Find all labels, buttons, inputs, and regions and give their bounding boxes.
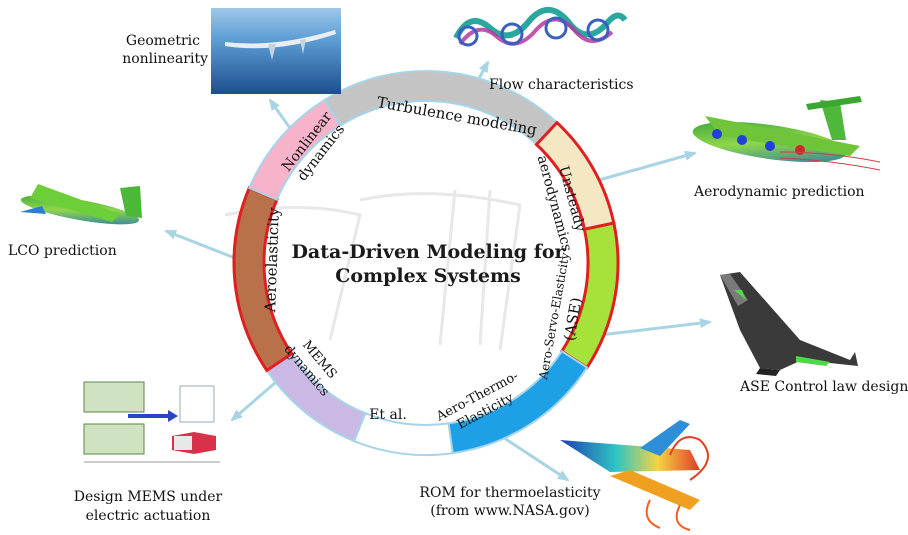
- label-lco-prediction: LCO prediction: [8, 243, 117, 259]
- segment-label-etal: Et al.: [369, 407, 407, 423]
- ase-control-image: [720, 272, 858, 376]
- segment-label-aeroelasticity: Aeroelasticity: [261, 207, 283, 314]
- label-geometric-1: Geometric: [126, 33, 200, 49]
- label-mems-1: Design MEMS under: [74, 489, 223, 505]
- center-title: Data-Driven Modeling for Complex Systems: [291, 241, 565, 287]
- ring: [232, 70, 620, 456]
- aerodynamic-prediction-image: [692, 96, 881, 171]
- arrow-lco: [164, 229, 241, 262]
- ring-segment-nonlinear: [247, 98, 342, 202]
- center-title-line2: Complex Systems: [335, 265, 521, 287]
- flow-characteristics-image: [453, 7, 628, 47]
- arrow-aero-prediction: [591, 150, 697, 184]
- label-geometric-2: nonlinearity: [122, 51, 208, 67]
- mems-image: [74, 375, 224, 470]
- arrow-ase-control: [599, 318, 712, 337]
- application-labels: Geometric nonlinearity Flow characterist…: [8, 33, 908, 524]
- geometric-nonlinearity-photo: [211, 8, 341, 94]
- label-ase-control: ASE Control law design: [739, 379, 908, 395]
- label-mems-2: electric actuation: [86, 508, 211, 524]
- label-rom-2: (from www.NASA.gov): [430, 503, 590, 519]
- label-flow-characteristics: Flow characteristics: [489, 77, 634, 93]
- label-aerodynamic-prediction: Aerodynamic prediction: [693, 184, 865, 200]
- arrow-rom: [494, 430, 570, 482]
- segment-labels: Turbulence modeling Unsteady aerodynamic…: [261, 93, 588, 433]
- lco-prediction-image: [20, 184, 142, 225]
- center-title-line1: Data-Driven Modeling for: [291, 241, 565, 263]
- label-rom-1: ROM for thermoelasticity: [419, 485, 600, 501]
- rom-thermoelasticity-image: [560, 420, 709, 531]
